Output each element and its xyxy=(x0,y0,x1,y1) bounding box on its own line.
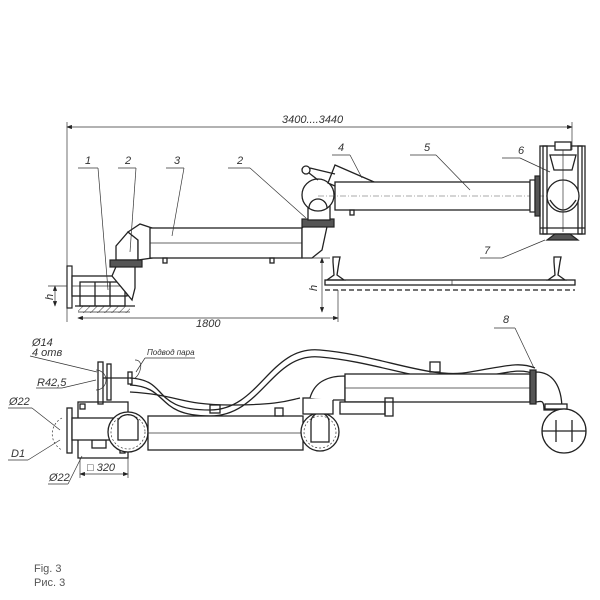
inner-arm-pipe xyxy=(149,227,303,264)
side-view: 3400....3440 xyxy=(44,114,586,369)
base-plate xyxy=(66,361,133,459)
hole-diameter-label: Ø14 xyxy=(31,337,53,349)
figure-caption-en: Fig. 3 xyxy=(34,563,62,575)
callout-2: 2 xyxy=(124,155,131,167)
swivel-joint-plan-left xyxy=(107,411,149,453)
base-stand xyxy=(48,265,128,309)
plan-dimensions: Ø14 4 отв R42,5 Ø22 D1 Ø22 □ 320 Подвод … xyxy=(8,337,195,485)
outer-arm-pipe xyxy=(318,175,560,217)
base-ground-hatch xyxy=(78,306,130,313)
rail-track xyxy=(324,256,576,291)
swivel-joint-lower xyxy=(109,223,153,302)
callout-1: 1 xyxy=(85,155,91,167)
steam-supply-label: Подвод пара xyxy=(147,348,195,357)
radius-label: R42,5 xyxy=(37,377,67,389)
sealing-cone xyxy=(545,233,580,241)
swivel-joint-plan-middle xyxy=(300,375,346,452)
loading-head xyxy=(539,141,586,235)
upper-diameter-label: Ø22 xyxy=(8,396,30,408)
callout-3: 3 xyxy=(174,155,181,167)
base-square-label: □ 320 xyxy=(87,462,116,474)
overall-length-dimension: 3400....3440 xyxy=(66,114,573,322)
callout-8: 8 xyxy=(503,314,510,326)
callouts: 1 2 3 2 4 5 6 7 8 xyxy=(78,142,551,369)
callout-7: 7 xyxy=(484,245,491,257)
flange-diameter-label: D1 xyxy=(11,448,25,460)
lower-diameter-label: Ø22 xyxy=(48,472,70,484)
callout-2b: 2 xyxy=(236,155,243,167)
loading-head-plan xyxy=(529,369,587,454)
swivel-joint-upper xyxy=(301,165,335,259)
figure-caption-ru: Рис. 3 xyxy=(34,577,66,589)
base-length-dimension: 1800 xyxy=(77,290,339,330)
height-dimension: h h xyxy=(44,257,330,313)
callout-4: 4 xyxy=(338,142,344,154)
plan-view: Ø14 4 отв R42,5 Ø22 D1 Ø22 □ 320 Подвод … xyxy=(8,337,587,485)
base-height-label: h xyxy=(44,294,56,300)
overall-length-value: 3400....3440 xyxy=(282,114,344,126)
callout-5: 5 xyxy=(424,142,431,154)
height-label: h xyxy=(308,285,320,291)
base-length-value: 1800 xyxy=(196,318,221,330)
callout-6: 6 xyxy=(518,145,525,157)
cylinder-plan xyxy=(339,401,386,415)
hole-count-label: 4 отв xyxy=(32,347,62,359)
